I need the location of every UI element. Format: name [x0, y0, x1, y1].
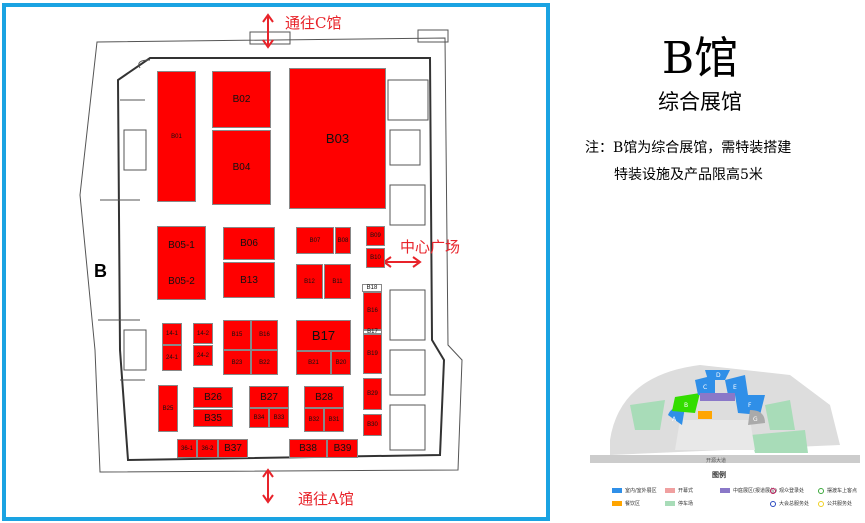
- booth: B08: [335, 227, 351, 254]
- map-pin-icon: [818, 500, 824, 507]
- booth: 14-2: [193, 323, 213, 344]
- booth: B20: [331, 351, 351, 375]
- booth: 36-1: [177, 439, 197, 458]
- legend-label: 摆渡车上客点: [827, 488, 858, 494]
- booth: B06: [223, 227, 275, 260]
- map-pin-icon: [818, 487, 824, 494]
- booth: B15: [223, 320, 251, 350]
- booth: B26: [193, 387, 233, 408]
- legend-label: 大会总服务处: [779, 501, 810, 507]
- hall-c: C: [703, 384, 707, 391]
- booth: B18: [362, 284, 382, 292]
- legend-item: 摆渡车上客点: [818, 487, 857, 494]
- booth: B17: [363, 329, 382, 335]
- hall-g: G: [753, 416, 758, 423]
- booth: B27: [249, 386, 289, 408]
- booth: B35: [193, 409, 233, 427]
- booth: B23: [223, 350, 251, 375]
- booth: B28: [304, 386, 344, 408]
- hall-letters: A B C D E F G: [672, 372, 758, 423]
- booth: B12: [296, 264, 323, 299]
- legend-label: 开幕式: [678, 488, 694, 494]
- booth: B39: [327, 439, 358, 458]
- legend-item: 室内/室外展区: [612, 487, 657, 494]
- legend-item: 公共服务处: [818, 500, 852, 507]
- booth: 36-2: [197, 439, 218, 458]
- booth: B34: [249, 408, 269, 428]
- legend-swatch: [612, 488, 622, 493]
- direction-to-hall-a: 通往A馆: [298, 490, 354, 508]
- booth: B04: [212, 130, 271, 205]
- note-line-1: 注：B馆为综合展馆，需特装搭建: [585, 140, 792, 156]
- booth: B37: [218, 439, 248, 458]
- hall-f: F: [748, 402, 752, 409]
- booth: B17: [296, 320, 351, 351]
- legend-swatch: [612, 501, 622, 506]
- legend-item: 观众登录处: [770, 487, 804, 494]
- booth: 14-1: [162, 323, 182, 345]
- hall-b: B: [684, 402, 688, 409]
- legend-item: 停车场: [665, 500, 693, 507]
- direction-center-plaza: 中心广场: [400, 238, 461, 256]
- legend-swatch: [665, 501, 675, 506]
- booth: B07: [296, 227, 334, 254]
- legend-label: 观众登录处: [779, 488, 805, 494]
- booth: B01: [157, 71, 196, 202]
- legend-item: 餐饮区: [612, 500, 640, 507]
- booth: B21: [296, 351, 331, 375]
- booth: B29: [363, 378, 382, 410]
- direction-arrows: [262, 13, 422, 504]
- booth: B02: [212, 71, 271, 128]
- hall-a: A: [672, 416, 677, 423]
- direction-to-hall-c: 通往C馆: [285, 14, 342, 32]
- booth: B13: [223, 262, 275, 298]
- booth: B19: [363, 334, 382, 374]
- booth: B31: [324, 408, 344, 432]
- booth: B09: [366, 226, 385, 246]
- legend-label: 中庭展区(报道展位): [733, 488, 777, 494]
- legend-item: 开幕式: [665, 487, 693, 494]
- legend-label: 停车场: [678, 501, 694, 507]
- floor-plan-frame: [2, 3, 550, 521]
- booth: B10: [366, 248, 385, 268]
- booth: B22: [251, 350, 278, 375]
- legend-label: 公共服务处: [827, 501, 853, 507]
- site-map: A B C D E F G: [590, 365, 860, 463]
- legend-label: 室内/室外展区: [625, 488, 657, 494]
- booth: B25: [158, 385, 178, 432]
- booth: B03: [289, 68, 386, 209]
- booth: B16: [363, 292, 382, 330]
- page-title: B馆: [661, 33, 739, 84]
- note-line-2: 特装设施及产品限高5米: [614, 167, 763, 183]
- booth-label: B05-2: [168, 275, 195, 287]
- road-label: 开源大道: [706, 458, 727, 464]
- booth: B38: [289, 439, 327, 458]
- booth: 24-2: [193, 345, 213, 366]
- booth: B11: [324, 264, 351, 299]
- map-pin-icon: [770, 487, 776, 494]
- booth-label: B05-1: [168, 239, 195, 251]
- booth: B32: [304, 408, 324, 432]
- booth: 24-1: [162, 345, 182, 371]
- legend-title: 图例: [712, 471, 726, 479]
- legend-item: 中庭展区(报道展位): [720, 487, 777, 494]
- hall-label: B: [94, 261, 107, 281]
- legend-item: 大会总服务处: [770, 500, 809, 507]
- legend-swatch: [720, 488, 730, 493]
- hall-e: E: [733, 384, 737, 391]
- hall-d: D: [716, 372, 721, 379]
- page-subtitle: 综合展馆: [658, 90, 742, 114]
- booth: B33: [269, 408, 289, 428]
- map-pin-icon: [770, 500, 776, 507]
- booth: B30: [363, 414, 382, 436]
- booth: B16: [251, 320, 278, 350]
- legend-label: 餐饮区: [625, 501, 641, 507]
- legend-swatch: [665, 488, 675, 493]
